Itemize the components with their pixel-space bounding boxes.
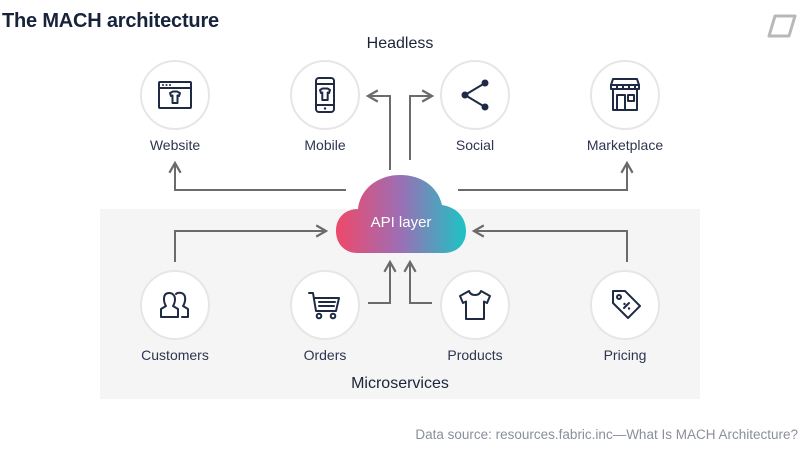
arrow-to-mobile (365, 89, 391, 170)
arrow-from-customers (174, 224, 329, 262)
api-layer-label: API layer (370, 214, 432, 231)
arrow-from-pricing (471, 224, 628, 262)
arrow-to-marketplace (458, 160, 634, 191)
arrow-to-website (168, 160, 346, 191)
arrow-from-orders (368, 259, 397, 304)
customers-label: Customers (141, 347, 209, 363)
website-label: Website (149, 137, 201, 153)
share-icon (461, 79, 489, 111)
arrow-from-products (403, 259, 432, 304)
mobile-label: Mobile (304, 137, 346, 153)
products-label: Products (447, 347, 503, 363)
orders-label: Orders (303, 347, 347, 363)
browser-window-icon (158, 81, 192, 109)
data-source-note: Data source: resources.fabric.inc—What I… (415, 427, 798, 442)
api-layer-cloud (336, 175, 466, 253)
shopping-cart-icon (308, 292, 340, 320)
t-shirt-icon (459, 290, 491, 320)
social-label: Social (455, 137, 495, 153)
products-node (440, 270, 510, 340)
customers-node (140, 270, 210, 340)
pricing-label: Pricing (603, 347, 647, 363)
mobile-phone-icon (315, 77, 335, 113)
users-icon (160, 291, 189, 318)
page-title: The MACH architecture (2, 10, 219, 32)
headless-label: Headless (366, 35, 434, 52)
arrow-to-social (409, 89, 435, 160)
brand-logo-icon (767, 14, 797, 38)
price-tag-icon (612, 290, 641, 319)
microservices-label: Microservices (351, 375, 449, 392)
pricing-node (590, 270, 660, 340)
mobile-node (290, 60, 360, 130)
marketplace-label: Marketplace (586, 137, 664, 153)
social-node (440, 60, 510, 130)
orders-node (290, 270, 360, 340)
marketplace-node (590, 60, 660, 130)
storefront-icon (610, 78, 640, 111)
website-node (140, 60, 210, 130)
